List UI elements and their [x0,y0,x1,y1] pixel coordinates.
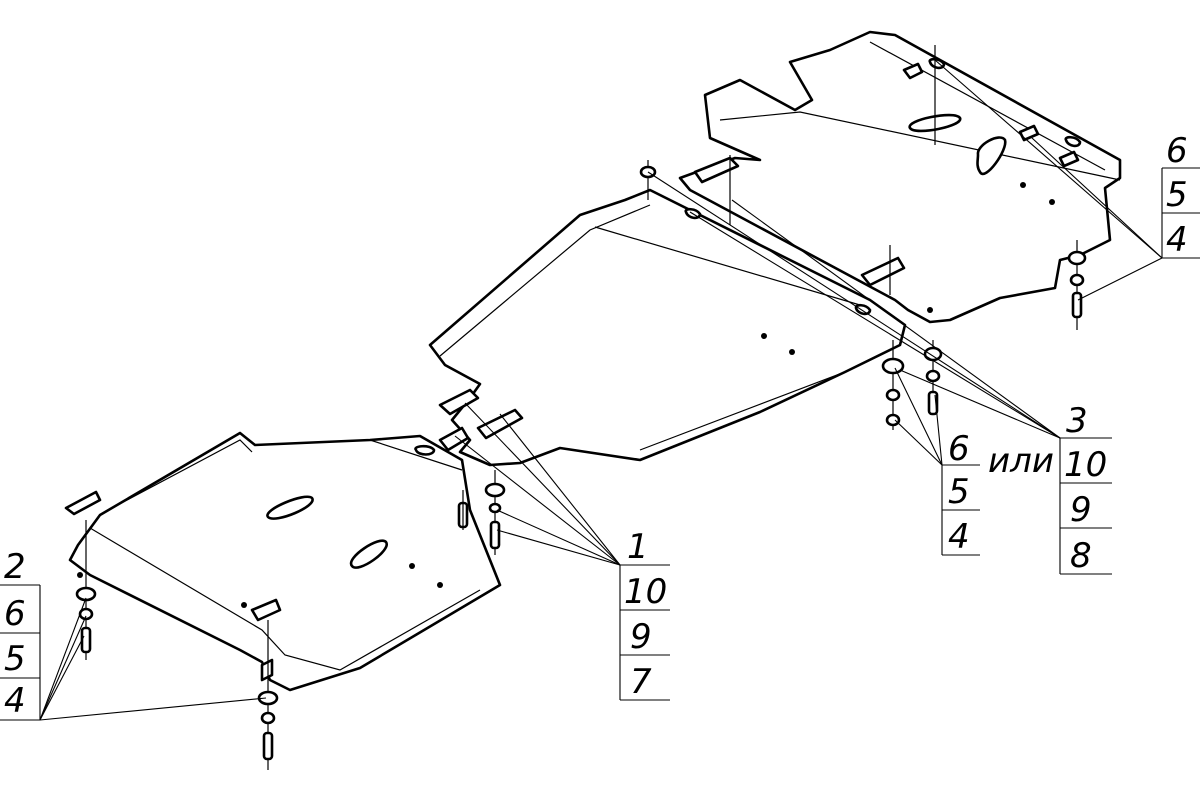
skid-plate-left [64,431,502,692]
callout-left-row: 6 [4,594,26,634]
callout-mid-right-row: 5 [948,472,970,512]
callout-right-bottom-row: 8 [1070,536,1092,576]
callout-center-top: 1 [627,527,649,567]
callout-right-bottom-row: 10 [1064,445,1107,485]
callout-center: 1 10 9 7 [619,527,670,702]
leader-lines [39,59,1163,721]
callout-left-top: 2 [4,547,26,587]
callout-right-top-top: 6 [1166,131,1188,171]
callout-right-bottom-row: 9 [1070,490,1092,530]
callout-left-row: 4 [4,681,26,721]
callout-center-row: 9 [630,617,652,657]
fasteners [75,45,1087,770]
callout-right-top-row: 5 [1166,175,1188,215]
callout-left-row: 5 [4,639,26,679]
callout-center-row: 10 [624,572,667,612]
callout-mid-right: 6 или 5 4 [941,429,1054,557]
callout-right-bottom-top: 3 [1066,401,1088,441]
callout-right-top: 6 5 4 [1161,131,1200,260]
callout-right-bottom: 3 10 9 8 [1059,401,1112,576]
skid-plate-middle [428,188,907,467]
callout-right-top-row: 4 [1166,220,1188,260]
callout-center-row: 7 [630,662,652,702]
skid-plate-right [678,30,1122,324]
callout-mid-right-suffix: или [988,441,1054,481]
callout-left: 2 6 5 4 [0,547,41,721]
callout-mid-right-top: 6 [948,429,970,469]
callout-mid-right-row: 4 [948,517,970,557]
